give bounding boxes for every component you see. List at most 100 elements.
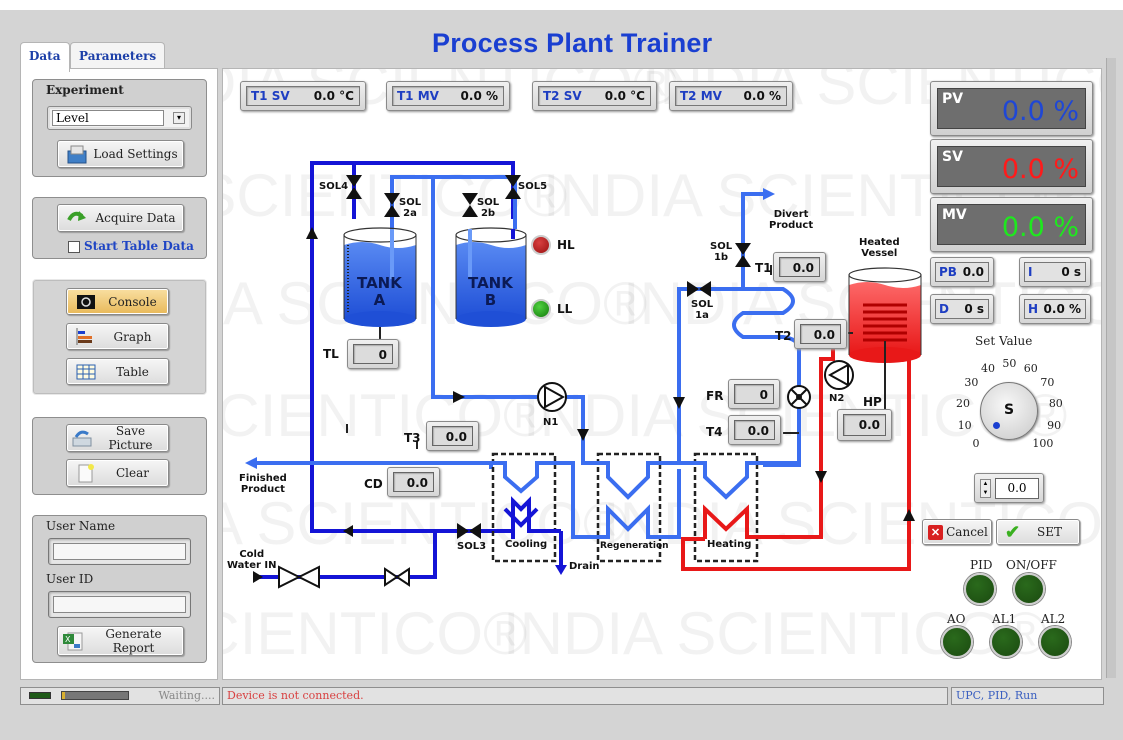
- process-diagram: INDIA SCIENTICO® INDIA SCIENTICO® INDIA …: [222, 68, 1102, 680]
- knob-tick-label: 40: [981, 362, 996, 376]
- regeneration-exchanger: [553, 409, 681, 563]
- user-name-field-frame: [48, 538, 191, 565]
- hp-gauge: 0.0: [837, 409, 892, 441]
- onoff-led-label: ON/OFF: [1006, 558, 1057, 572]
- connection-led: [29, 692, 51, 699]
- hl-label: HL: [557, 238, 575, 252]
- fr-gauge: 0: [728, 379, 780, 409]
- actions-group: Save Picture Clear: [32, 417, 207, 495]
- al2-led-label: AL2: [1041, 612, 1066, 626]
- save-picture-button[interactable]: Save Picture: [66, 424, 169, 452]
- cd-gauge: 0.0: [387, 467, 440, 497]
- sol1b-label: SOL 1b: [710, 241, 733, 263]
- flow-arrow-icon: [453, 391, 465, 403]
- cold-water-loop: [257, 161, 515, 579]
- set-button[interactable]: ✔ SET: [996, 519, 1080, 545]
- user-name-input[interactable]: [53, 543, 186, 560]
- flow-arrow-icon: [815, 471, 827, 483]
- connection-status-box: Waiting....: [20, 687, 220, 705]
- load-settings-button[interactable]: Load Settings: [57, 140, 184, 168]
- flow-arrow-icon: [306, 227, 318, 239]
- set-value-label: Set Value: [975, 334, 1033, 348]
- flow-arrow-icon: [673, 397, 685, 409]
- tl-label: TL: [323, 347, 339, 361]
- knob-tick-label: 70: [1040, 376, 1055, 390]
- sol3-label: SOL3: [457, 541, 487, 552]
- sol5-valve-icon: [505, 175, 521, 199]
- set-value-input[interactable]: 0.0: [995, 478, 1039, 499]
- table-button[interactable]: Table: [66, 358, 169, 385]
- tab-parameters[interactable]: Parameters: [70, 42, 166, 68]
- manual-valve-icon: [384, 567, 410, 587]
- tank-b-label: TANK B: [468, 274, 513, 309]
- sol2a-label: SOL 2a: [399, 197, 422, 219]
- folder-icon: [66, 144, 88, 164]
- vertical-scrollbar[interactable]: [1106, 58, 1116, 678]
- cold-water-in-label: Cold Water IN: [227, 549, 277, 571]
- tank-a: [343, 227, 417, 347]
- start-table-data-checkbox[interactable]: [68, 241, 80, 253]
- window-titlebar: [0, 0, 1123, 10]
- acquire-data-button[interactable]: Acquire Data: [57, 204, 184, 232]
- cooling-exchanger: [491, 452, 561, 563]
- sol3-valve-icon: [457, 523, 481, 539]
- piping-schematic: [245, 161, 922, 589]
- excel-icon: X: [62, 631, 84, 651]
- cooling-label: Cooling: [505, 539, 548, 550]
- ao-led-label: AO: [947, 612, 966, 626]
- ll-indicator: [531, 299, 551, 319]
- sol1a-valve-icon: [687, 281, 711, 297]
- ll-label: LL: [557, 302, 573, 316]
- tl-gauge: 0: [347, 339, 399, 369]
- clear-button[interactable]: Clear: [66, 459, 169, 487]
- chevron-down-icon[interactable]: ▾: [173, 112, 185, 124]
- knob-tick-label: 30: [964, 376, 979, 390]
- t2-gauge: 0.0: [794, 319, 847, 349]
- hl-indicator: [531, 235, 551, 255]
- page-title: Process Plant Trainer: [432, 28, 713, 58]
- generate-report-button[interactable]: X Generate Report: [57, 626, 184, 656]
- svg-text:X: X: [65, 635, 71, 644]
- spinner-up-down-icon[interactable]: ▲▼: [980, 479, 991, 498]
- heating-exchanger: [679, 452, 911, 571]
- onoff-led: [1013, 573, 1045, 605]
- user-name-label: User Name: [46, 519, 116, 533]
- mode-status: UPC, PID, Run: [951, 687, 1104, 705]
- t3-label: T3: [404, 431, 421, 445]
- cancel-button[interactable]: ✕ Cancel: [922, 519, 992, 545]
- knob-tick-label: 80: [1048, 396, 1063, 410]
- sol1b-valve-icon: [735, 243, 751, 267]
- regeneration-label: Regeneration: [600, 541, 669, 551]
- console-button[interactable]: Console: [66, 288, 169, 315]
- hp-label: HP: [863, 395, 882, 409]
- heated-vessel-label: Heated Vessel: [859, 237, 900, 259]
- set-value-knob[interactable]: S: [980, 382, 1038, 440]
- green-arrow-icon: [66, 208, 88, 228]
- user-id-label: User ID: [46, 572, 94, 586]
- heated-vessel: [848, 267, 922, 419]
- knob-label: S: [1003, 402, 1015, 418]
- pump-n1-icon: [537, 382, 567, 412]
- knob-indicator-dot: [993, 422, 1000, 429]
- tank-b: [455, 227, 527, 327]
- pump-n2-label: N2: [829, 393, 845, 404]
- graph-button[interactable]: Graph: [66, 323, 169, 350]
- t1-label: T1: [755, 261, 772, 275]
- t4-gauge: 0.0: [728, 415, 781, 445]
- user-id-input[interactable]: [53, 596, 186, 613]
- sol4-label: SOL4: [319, 181, 349, 192]
- pump-n2-icon: [824, 360, 854, 390]
- finished-arrow-icon: [245, 457, 257, 469]
- experiment-select[interactable]: Level ▾: [47, 106, 192, 130]
- tab-data[interactable]: Data: [20, 42, 70, 72]
- knob-tick-label: 50: [1002, 357, 1017, 370]
- progress-bar: [61, 691, 129, 700]
